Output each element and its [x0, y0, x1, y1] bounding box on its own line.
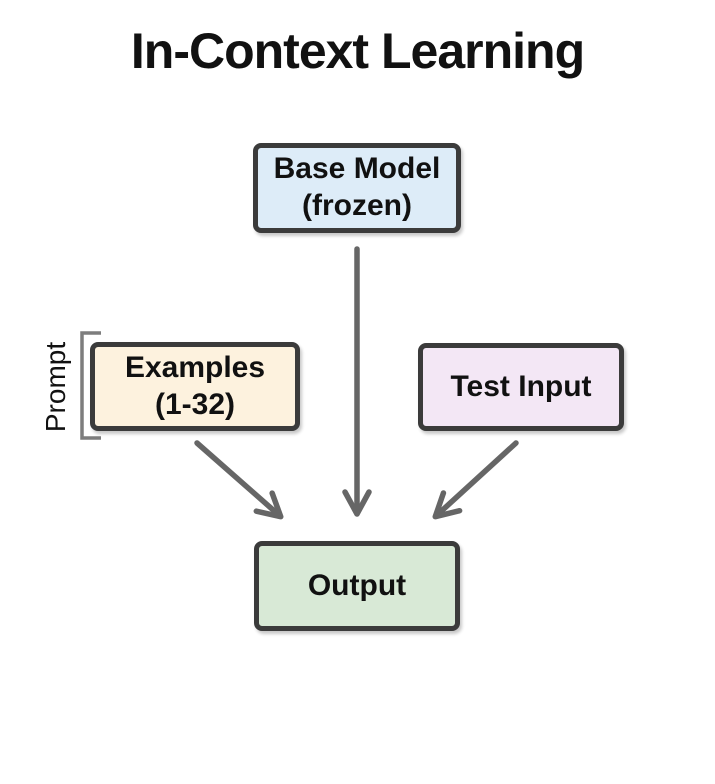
node-base-model-label-line2: (frozen) [302, 189, 412, 222]
arrow-examples-to-output [194, 440, 284, 520]
node-test-input-label: Test Input [450, 369, 592, 403]
diagram-title: In-Context Learning [130, 23, 585, 79]
node-base-model-label-line1: Base Model [273, 152, 441, 186]
node-test-input: Test Input [418, 343, 624, 431]
node-output-label: Output [307, 568, 407, 602]
node-output: Output [254, 541, 460, 631]
arrow-test-input-to-output [432, 440, 519, 520]
prompt-group-label: Prompt [40, 341, 71, 433]
node-examples-label-line2: (1-32) [154, 387, 236, 421]
node-examples: Examples (1-32) [90, 342, 300, 431]
node-examples-label-line1: Examples [124, 350, 266, 384]
node-base-model: Base Model (frozen) [253, 143, 461, 233]
